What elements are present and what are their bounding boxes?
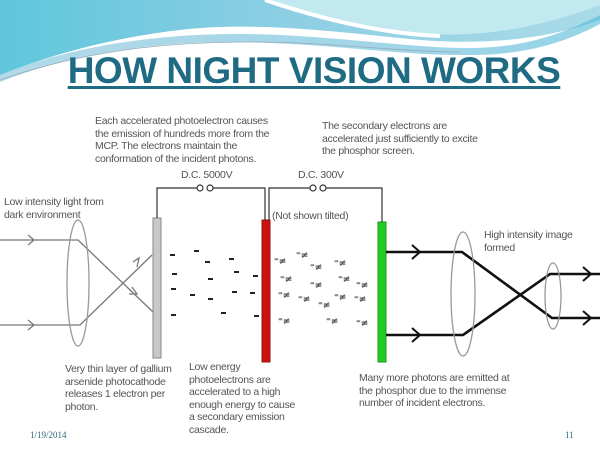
svg-text:⁼≠: ⁼≠ bbox=[310, 281, 322, 291]
photocathode-plate bbox=[152, 217, 162, 359]
svg-text:⁼≠: ⁼≠ bbox=[354, 295, 366, 305]
label-phosphor-note: Many more photons are emitted at the pho… bbox=[359, 372, 510, 409]
label-secondary-note: The secondary electrons are accelerated … bbox=[322, 120, 478, 157]
label-output-image: High intensity image formed bbox=[484, 229, 573, 254]
svg-text:⁼≠: ⁼≠ bbox=[274, 257, 286, 267]
slide-title: HOW NIGHT VISION WORKS bbox=[0, 50, 600, 92]
slide-title-text: HOW NIGHT VISION WORKS bbox=[67, 50, 561, 91]
night-vision-diagram: ⁼≠⁼≠ ⁼≠⁼≠ ⁼≠⁼≠ ⁼≠⁼≠ ⁼≠⁼≠ ⁼≠⁼≠ ⁼≠⁼≠ ⁼≠⁼≠ … bbox=[0, 100, 600, 450]
secondary-electron-clusters: ⁼≠⁼≠ ⁼≠⁼≠ ⁼≠⁼≠ ⁼≠⁼≠ ⁼≠⁼≠ ⁼≠⁼≠ ⁼≠⁼≠ ⁼≠⁼≠ bbox=[274, 251, 368, 329]
svg-text:⁼≠: ⁼≠ bbox=[326, 317, 338, 327]
eyepiece-lens-large bbox=[450, 231, 476, 357]
slide-page-number: 11 bbox=[565, 430, 574, 440]
objective-lens bbox=[66, 219, 90, 347]
svg-text:⁼≠: ⁼≠ bbox=[310, 263, 322, 273]
input-light-rays bbox=[0, 234, 154, 331]
voltage-terminals bbox=[196, 184, 327, 192]
svg-text:⁼≠: ⁼≠ bbox=[318, 301, 330, 311]
svg-text:⁼≠: ⁼≠ bbox=[334, 293, 346, 303]
svg-text:⁼≠: ⁼≠ bbox=[356, 319, 368, 329]
eyepiece-lens-small bbox=[544, 262, 562, 330]
svg-text:⁼≠: ⁼≠ bbox=[296, 251, 308, 261]
photoelectrons bbox=[170, 250, 259, 317]
label-voltage-300v: D.C. 300V bbox=[298, 169, 344, 181]
svg-text:⁼≠: ⁼≠ bbox=[278, 317, 290, 327]
output-light-rays bbox=[386, 244, 600, 343]
phosphor-screen bbox=[377, 221, 387, 363]
label-photocathode-note: Very thin layer of gallium arsenide phot… bbox=[65, 363, 172, 413]
svg-text:⁼≠: ⁼≠ bbox=[278, 291, 290, 301]
circuit-wires bbox=[156, 187, 383, 222]
slide-date: 1/19/2014 bbox=[30, 430, 67, 440]
svg-text:⁼≠: ⁼≠ bbox=[338, 275, 350, 285]
svg-text:⁼≠: ⁼≠ bbox=[280, 275, 292, 285]
label-input-light: Low intensity light from dark environmen… bbox=[4, 196, 104, 221]
svg-text:⁼≠: ⁼≠ bbox=[334, 259, 346, 269]
label-not-tilted: (Not shown tilted) bbox=[272, 210, 349, 222]
svg-text:⁼≠: ⁼≠ bbox=[298, 295, 310, 305]
label-mcp-note: Each accelerated photoelectron causes th… bbox=[95, 115, 270, 165]
diagram-graphics: ⁼≠⁼≠ ⁼≠⁼≠ ⁼≠⁼≠ ⁼≠⁼≠ ⁼≠⁼≠ ⁼≠⁼≠ ⁼≠⁼≠ ⁼≠⁼≠ bbox=[0, 184, 600, 363]
svg-text:⁼≠: ⁼≠ bbox=[356, 281, 368, 291]
label-voltage-5000v: D.C. 5000V bbox=[181, 169, 233, 181]
label-low-energy-note: Low energy photoelectrons are accelerate… bbox=[189, 361, 296, 436]
microchannel-plate bbox=[261, 219, 271, 363]
header-wave-decoration bbox=[0, 0, 600, 82]
